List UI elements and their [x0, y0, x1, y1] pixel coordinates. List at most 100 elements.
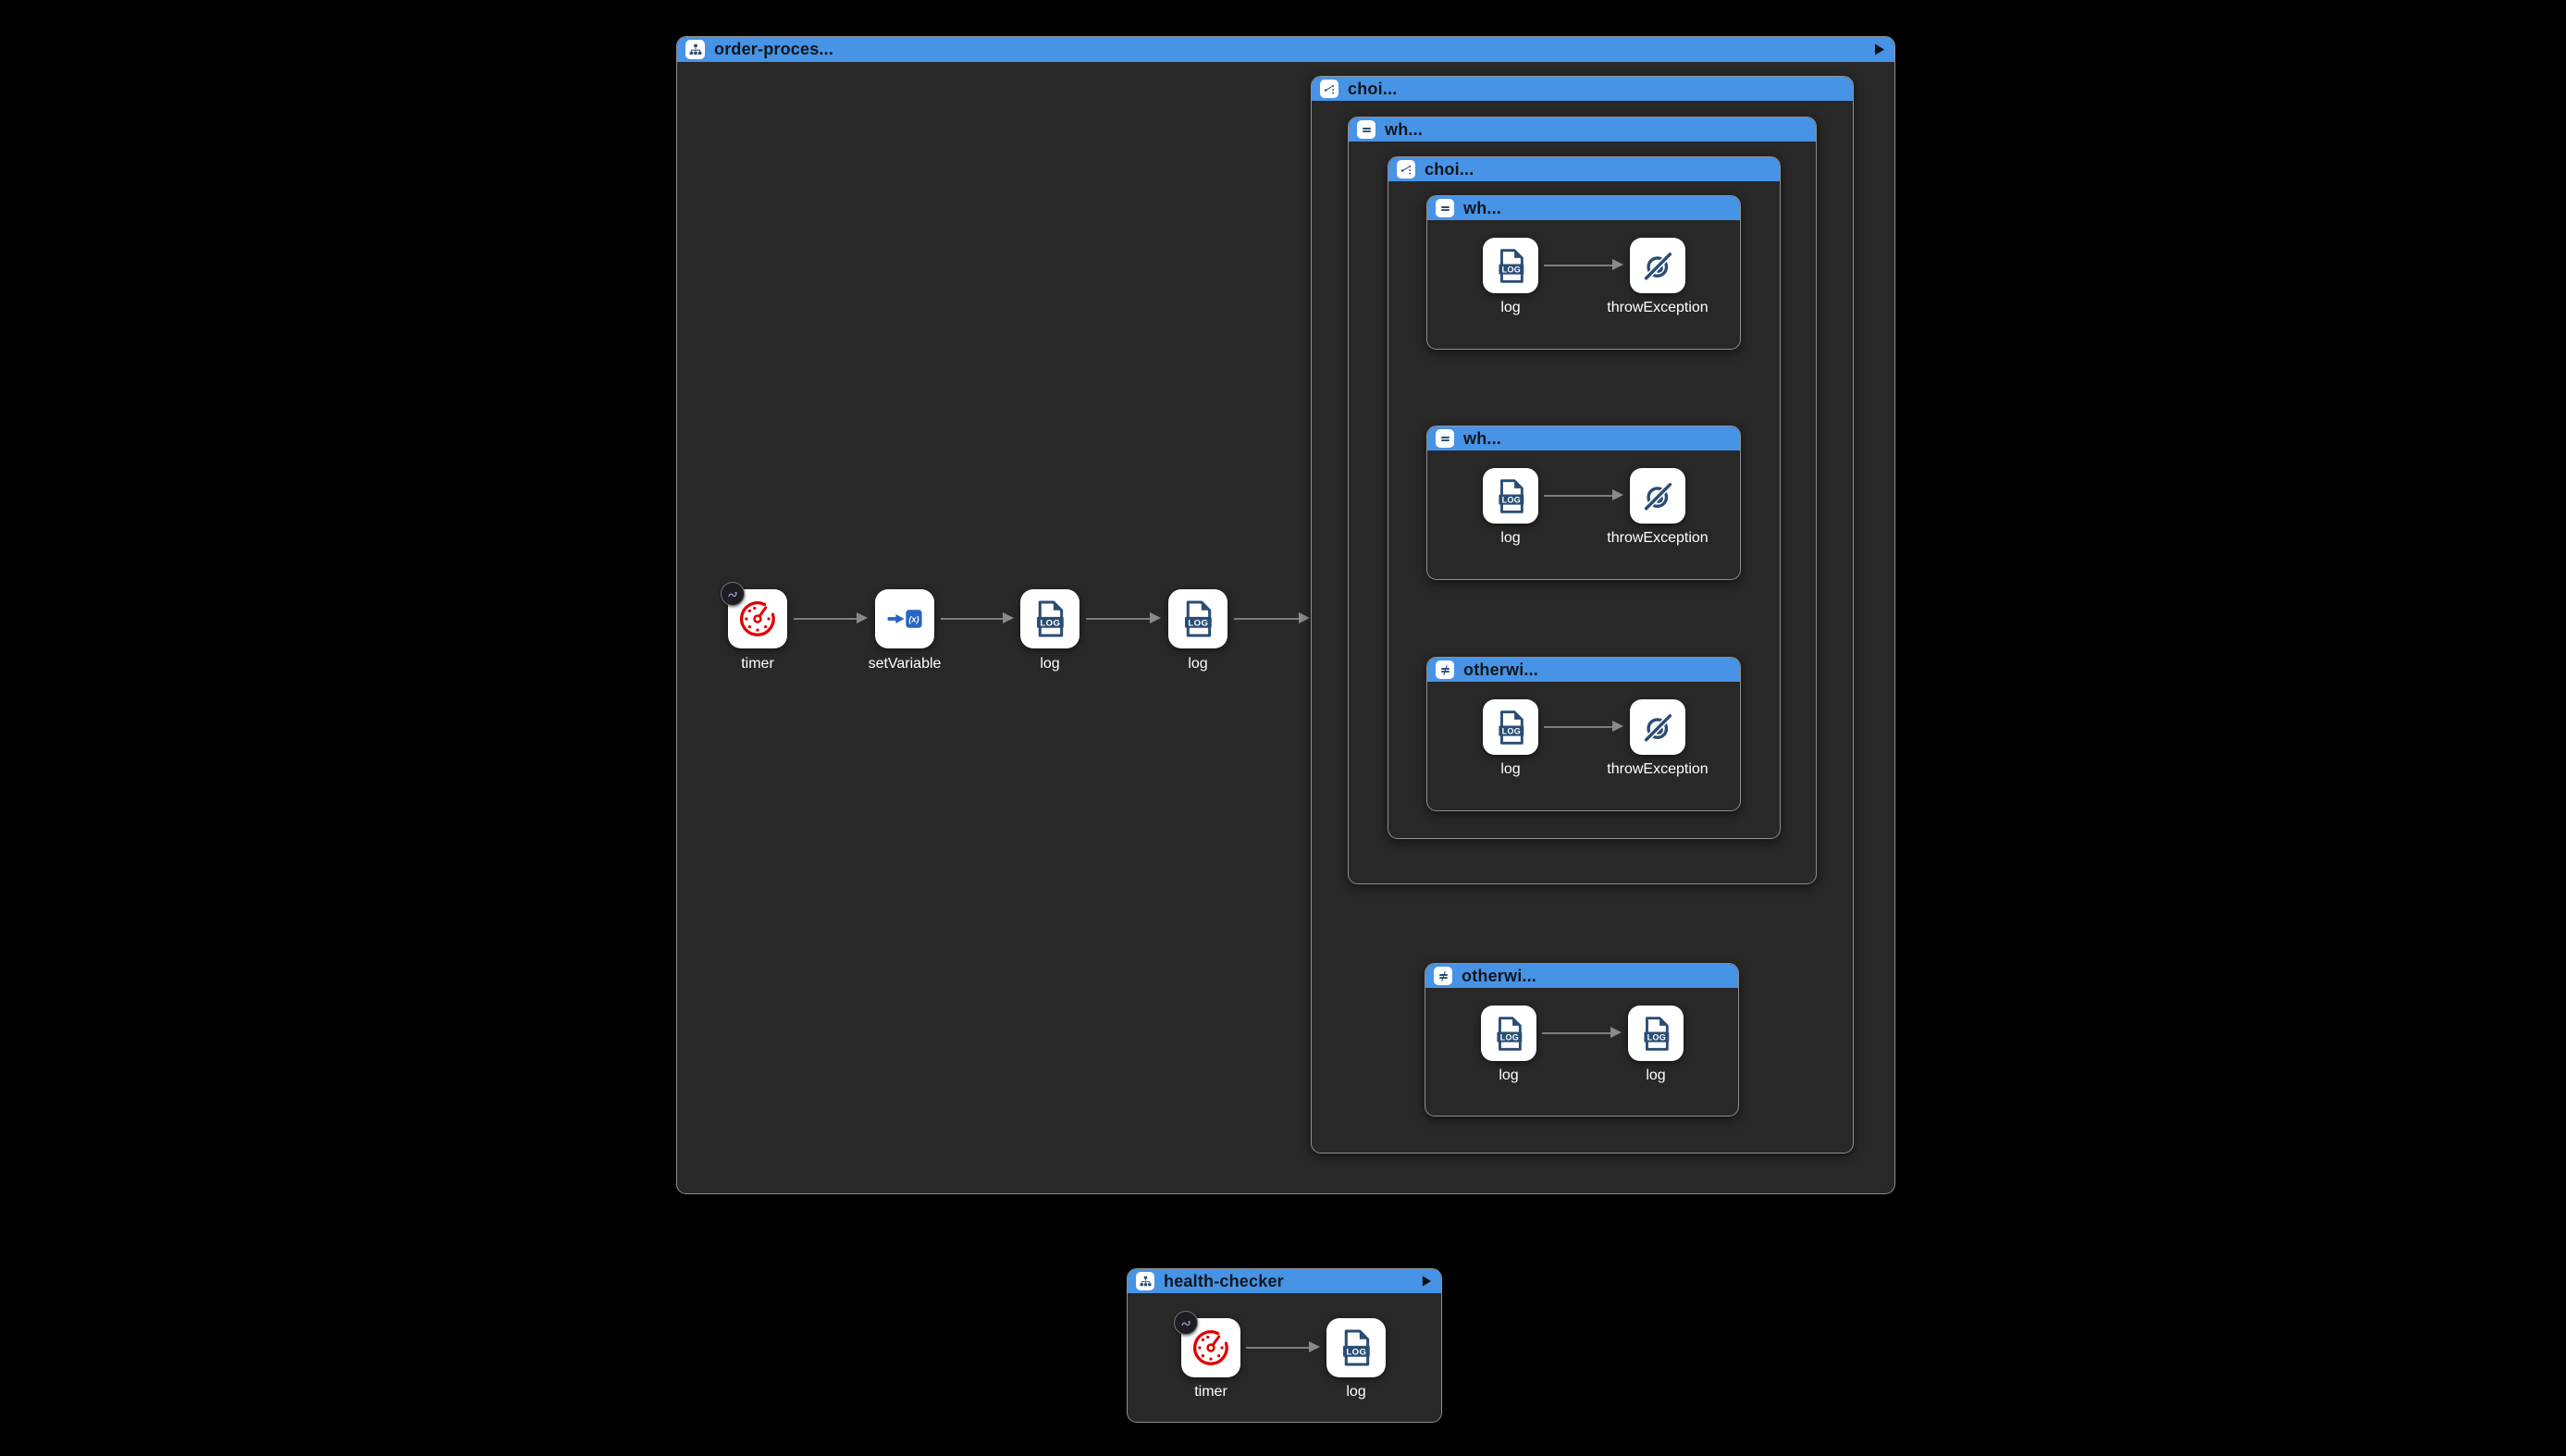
when-icon — [1436, 429, 1454, 448]
otherwise-header[interactable]: otherwi... — [1427, 658, 1740, 682]
node-set-variable[interactable]: (x) — [875, 589, 934, 648]
when-header[interactable]: wh... — [1349, 117, 1816, 142]
throw-exception-icon — [1643, 482, 1672, 511]
set-variable-icon: (x) — [887, 610, 922, 628]
route-header[interactable]: health-checker — [1128, 1269, 1441, 1293]
route-start-badge — [721, 582, 745, 606]
when-container[interactable]: wh... choi... — [1348, 117, 1817, 884]
route-container-order-processing[interactable]: order-proces... timer (x) setVariable LO… — [676, 36, 1895, 1194]
node-label: log — [1500, 300, 1521, 315]
play-icon — [1422, 1276, 1432, 1287]
when-header[interactable]: wh... — [1427, 426, 1740, 450]
flow-arrow — [1544, 259, 1623, 270]
log-icon-text: LOG — [1501, 265, 1520, 274]
choice-container[interactable]: choi... wh... choi... — [1311, 76, 1854, 1154]
node-timer[interactable] — [1174, 1311, 1240, 1377]
flow-arrow — [941, 612, 1014, 623]
flow-arrow — [1246, 1341, 1320, 1352]
node-log[interactable]: LOG — [1483, 238, 1538, 293]
container-title: wh... — [1463, 198, 1501, 217]
play-button[interactable] — [1420, 1275, 1433, 1288]
node-label: timer — [1194, 1384, 1227, 1400]
node-label: throwException — [1607, 761, 1709, 777]
log-icon-text: LOG — [1346, 1347, 1366, 1357]
route-header[interactable]: order-proces... — [677, 37, 1894, 62]
node-label: throwException — [1607, 300, 1709, 315]
log-icon-text: LOG — [1501, 495, 1520, 504]
otherwise-icon — [1434, 967, 1452, 985]
log-icon: LOG — [1496, 1016, 1522, 1051]
node-timer[interactable] — [721, 582, 787, 648]
log-icon: LOG — [1643, 1016, 1669, 1051]
node-log[interactable]: LOG — [1326, 1318, 1386, 1377]
flow-arrow — [794, 612, 868, 623]
when-header[interactable]: wh... — [1427, 196, 1740, 220]
node-throw-exception[interactable] — [1630, 238, 1685, 293]
node-log[interactable]: LOG — [1020, 589, 1079, 648]
node-label: log — [1646, 1067, 1666, 1083]
timer-icon — [1193, 1330, 1228, 1365]
node-label: log — [1188, 656, 1208, 672]
timer-icon — [740, 601, 775, 636]
flow-arrow — [1544, 721, 1623, 732]
flow-arrow — [1542, 1027, 1622, 1038]
log-icon-text: LOG — [1647, 1032, 1665, 1042]
node-log[interactable]: LOG — [1483, 468, 1538, 524]
choice-icon — [1397, 160, 1415, 179]
node-throw-exception[interactable] — [1630, 699, 1685, 755]
choice-header[interactable]: choi... — [1312, 77, 1853, 101]
node-label: throwException — [1607, 530, 1709, 546]
container-title: choi... — [1425, 159, 1474, 179]
route-squiggle-icon — [1180, 1320, 1190, 1326]
choice-icon — [1320, 80, 1339, 98]
otherwise-container[interactable]: otherwi... LOG log throwException — [1426, 657, 1741, 811]
flow-arrow — [1234, 612, 1310, 623]
route-icon — [1136, 1272, 1154, 1290]
otherwise-container[interactable]: otherwi... LOG log LOG log — [1425, 963, 1739, 1117]
log-icon-text: LOG — [1501, 726, 1520, 735]
log-icon: LOG — [1185, 600, 1212, 637]
log-icon-text: LOG — [1040, 618, 1060, 628]
route-title: health-checker — [1164, 1271, 1284, 1290]
container-title: otherwi... — [1463, 660, 1539, 679]
node-log[interactable]: LOG — [1481, 1006, 1536, 1061]
log-icon: LOG — [1498, 709, 1524, 745]
log-icon-text: LOG — [1499, 1032, 1518, 1042]
play-icon — [1875, 43, 1884, 56]
node-log[interactable]: LOG — [1483, 699, 1538, 755]
otherwise-icon — [1436, 660, 1454, 679]
node-label: log — [1500, 530, 1521, 546]
node-label: timer — [741, 656, 774, 672]
log-icon: LOG — [1343, 1329, 1370, 1366]
route-title: order-proces... — [714, 40, 834, 58]
container-title: otherwi... — [1462, 966, 1537, 985]
when-container[interactable]: wh... LOG log throwException — [1426, 195, 1741, 350]
log-icon: LOG — [1037, 600, 1064, 637]
node-label: setVariable — [868, 656, 942, 672]
container-title: wh... — [1385, 119, 1423, 139]
choice-header[interactable]: choi... — [1388, 157, 1780, 181]
route-container-health-checker[interactable]: health-checker timer LOG log — [1127, 1268, 1442, 1423]
when-icon — [1357, 120, 1376, 139]
log-icon: LOG — [1498, 478, 1524, 513]
node-log[interactable]: LOG — [1628, 1006, 1684, 1061]
flow-arrow — [1086, 612, 1161, 623]
choice-container[interactable]: choi... wh... LOG log — [1388, 156, 1781, 839]
node-label: log — [1040, 656, 1060, 672]
node-throw-exception[interactable] — [1630, 468, 1685, 524]
set-variable-icon-text: (x) — [908, 614, 919, 623]
node-label: log — [1346, 1384, 1366, 1400]
when-container[interactable]: wh... LOG log throwException — [1426, 426, 1741, 580]
otherwise-header[interactable]: otherwi... — [1425, 964, 1738, 988]
play-button[interactable] — [1872, 43, 1886, 56]
throw-exception-icon — [1643, 713, 1672, 742]
container-title: choi... — [1348, 79, 1398, 98]
when-icon — [1436, 199, 1454, 217]
node-log[interactable]: LOG — [1168, 589, 1227, 648]
node-label: log — [1499, 1067, 1519, 1083]
node-label: log — [1500, 761, 1521, 777]
log-icon-text: LOG — [1188, 618, 1208, 628]
flow-arrow — [1544, 489, 1623, 500]
route-start-badge — [1174, 1311, 1198, 1335]
